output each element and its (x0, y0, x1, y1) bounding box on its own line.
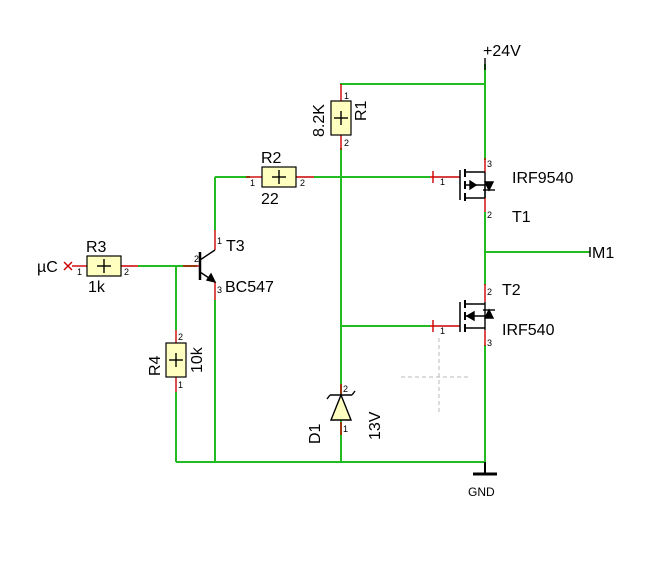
t2-pin2: 2 (487, 287, 492, 297)
output-label: M1 (592, 245, 614, 262)
r4-pin2: 2 (178, 332, 183, 342)
r3-value: 1k (88, 279, 106, 296)
r1-ref: R1 (353, 100, 370, 121)
d1-ref: D1 (307, 423, 324, 444)
ground-label: GND (468, 485, 495, 499)
d1-value: 13V (367, 411, 384, 440)
resistor-r4[interactable] (165, 330, 187, 392)
resistor-r3[interactable] (72, 255, 138, 277)
r2-ref: R2 (261, 150, 282, 167)
t1-pin3: 3 (487, 159, 492, 169)
zener-diode-d1[interactable] (326, 384, 356, 435)
r1-pin2: 2 (344, 138, 349, 148)
mosfet-t1[interactable] (430, 158, 495, 212)
wires (138, 64, 590, 463)
r1-value: 8.2K (311, 104, 328, 137)
r2-pin1: 1 (250, 178, 255, 188)
input-label: µC (37, 259, 58, 276)
t2-ref: T2 (502, 282, 521, 299)
junctions (484, 58, 591, 257)
r3-ref: R3 (86, 239, 107, 256)
t2-pin3: 3 (487, 338, 492, 348)
mosfet-t2[interactable] (430, 284, 495, 346)
r4-value: 10k (189, 346, 206, 373)
r3-pin1: 1 (77, 267, 82, 277)
transistor-t3[interactable] (183, 230, 217, 300)
resistor-r1[interactable] (330, 84, 352, 150)
r2-pin2: 2 (300, 178, 305, 188)
r2-value: 22 (261, 191, 279, 208)
d1-pin2: 2 (343, 384, 348, 394)
t3-pin1: 1 (217, 236, 222, 246)
t3-ref: T3 (226, 238, 245, 255)
t3-pin3: 3 (217, 285, 222, 295)
t3-value: BC547 (225, 279, 274, 296)
supply-label: +24V (483, 43, 521, 60)
t1-pin2: 2 (487, 210, 492, 220)
r4-pin1: 1 (178, 380, 183, 390)
t3-pin2: 2 (194, 254, 199, 264)
t2-value: IRF540 (502, 322, 555, 339)
input-port-icon[interactable] (63, 261, 73, 271)
r3-pin2: 2 (124, 267, 129, 277)
t1-pin1: 1 (440, 177, 445, 187)
t1-value: IRF9540 (512, 170, 573, 187)
d1-pin1: 1 (343, 424, 348, 434)
t2-pin1: 1 (440, 326, 445, 336)
r4-ref: R4 (147, 355, 164, 376)
t1-ref: T1 (512, 209, 531, 226)
ground-symbol (473, 462, 497, 476)
resistor-r2[interactable] (246, 166, 314, 188)
r1-pin1: 1 (344, 91, 349, 101)
cursor-crosshair (401, 338, 471, 412)
